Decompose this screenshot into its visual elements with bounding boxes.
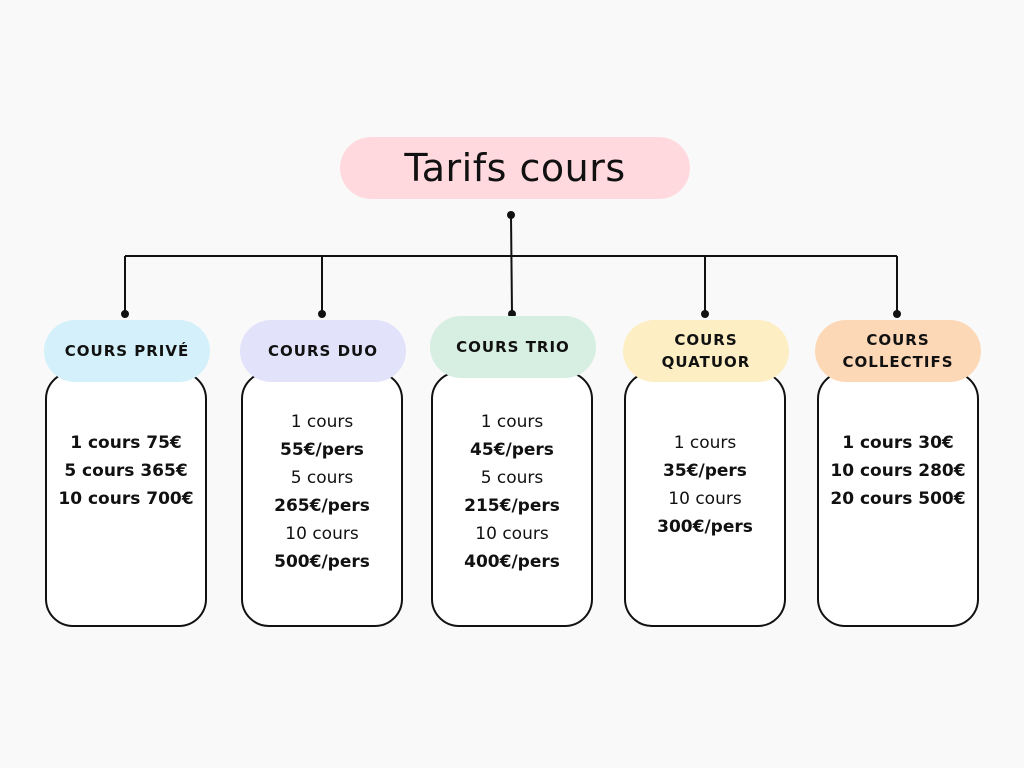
price-line: 215€/pers — [464, 496, 560, 516]
price-line: 45€/pers — [470, 440, 554, 460]
header-cours-prive: COURS PRIVÉ — [44, 320, 210, 382]
price-line: 1 cours — [290, 412, 354, 432]
drop-dot — [893, 310, 901, 318]
price-line: 5 cours 365€ — [64, 461, 188, 481]
title-text: Tarifs cours — [404, 146, 626, 190]
price-list: 1 cours 35€/pers 10 cours 300€/pers — [657, 429, 753, 541]
price-line: 1 cours — [480, 412, 544, 432]
price-line: 5 cours — [480, 468, 544, 488]
trunk-dot — [507, 211, 515, 219]
card-cours-duo: 1 cours 55€/pers 5 cours 265€/pers 10 co… — [241, 371, 403, 627]
price-line: 500€/pers — [274, 552, 370, 572]
price-line: 300€/pers — [657, 517, 753, 537]
price-line: 400€/pers — [464, 552, 560, 572]
price-list: 1 cours 45€/pers 5 cours 215€/pers 10 co… — [464, 408, 560, 576]
price-line: 10 cours — [285, 524, 359, 544]
price-list: 1 cours 55€/pers 5 cours 265€/pers 10 co… — [274, 408, 370, 576]
price-line: 35€/pers — [663, 461, 747, 481]
price-list: 1 cours 75€ 5 cours 365€ 10 cours 700€ — [58, 429, 193, 513]
card-cours-prive: 1 cours 75€ 5 cours 365€ 10 cours 700€ — [45, 371, 207, 627]
price-line: 10 cours 280€ — [830, 461, 966, 481]
price-line: 10 cours — [475, 524, 549, 544]
card-cours-trio: 1 cours 45€/pers 5 cours 215€/pers 10 co… — [431, 371, 593, 627]
header-cours-collectifs: COURS COLLECTIFS — [815, 320, 981, 382]
price-line: 1 cours — [673, 433, 737, 453]
header-cours-trio: COURS TRIO — [430, 316, 596, 378]
price-line: 1 cours 75€ — [70, 433, 182, 453]
title-pill: Tarifs cours — [340, 137, 690, 199]
price-line: 55€/pers — [280, 440, 364, 460]
card-cours-quatuor: 1 cours 35€/pers 10 cours 300€/pers — [624, 371, 786, 627]
price-line: 20 cours 500€ — [830, 489, 966, 509]
drop-dot — [121, 310, 129, 318]
trunk-line — [510, 214, 513, 315]
price-line: 10 cours — [668, 489, 742, 509]
price-line: 10 cours 700€ — [58, 489, 194, 509]
price-line: 5 cours — [290, 468, 354, 488]
card-cours-collectifs: 1 cours 30€ 10 cours 280€ 20 cours 500€ — [817, 371, 979, 627]
drop-dot — [318, 310, 326, 318]
drop-dot — [701, 310, 709, 318]
price-line: 265€/pers — [274, 496, 370, 516]
header-cours-quatuor: COURS QUATUOR — [623, 320, 789, 382]
price-line: 1 cours 30€ — [842, 433, 954, 453]
price-list: 1 cours 30€ 10 cours 280€ 20 cours 500€ — [830, 429, 965, 513]
header-cours-duo: COURS DUO — [240, 320, 406, 382]
